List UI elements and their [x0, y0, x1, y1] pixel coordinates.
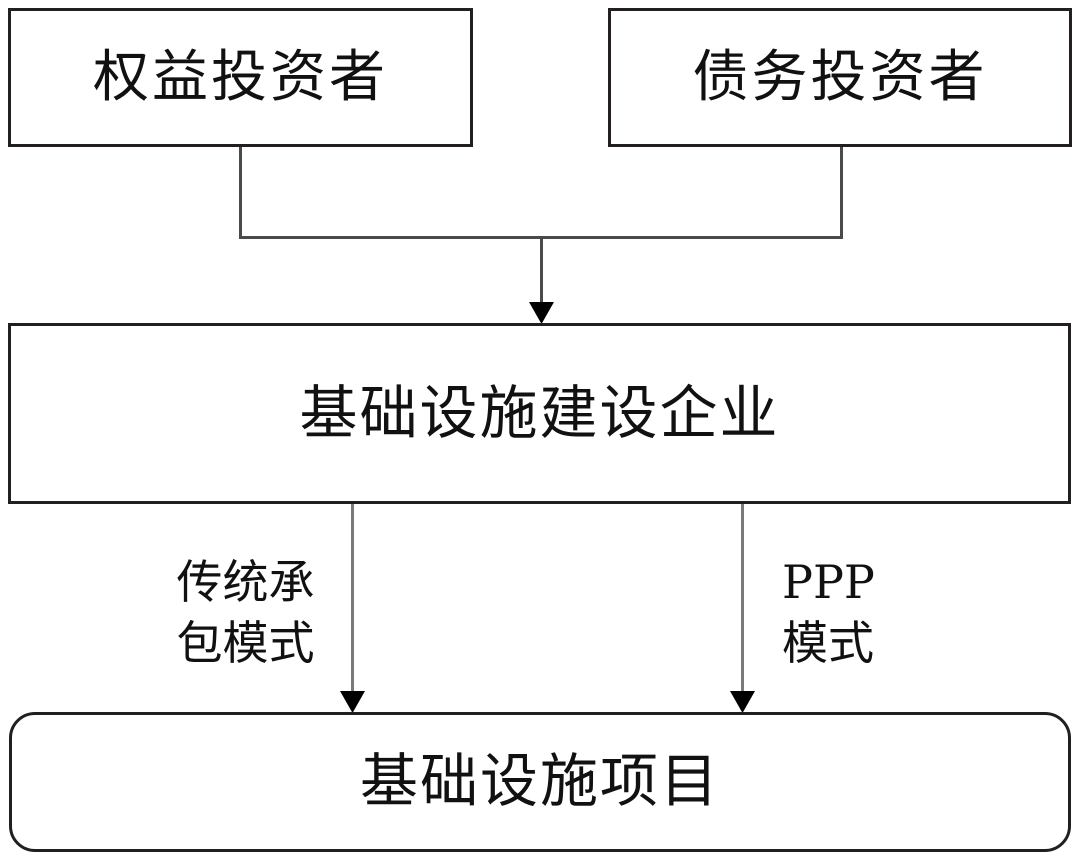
node-equity-investors-label: 权益投资者 [93, 44, 388, 110]
arrowhead-to-enterprise [529, 302, 554, 324]
edge-label-ppp-mode: PPP 模式 [782, 555, 875, 671]
node-debt-investors-label: 债务投资者 [692, 44, 988, 110]
node-infrastructure-enterprise[interactable]: 基础设施建设企业 [8, 323, 1071, 504]
node-equity-investors[interactable]: 权益投资者 [8, 8, 473, 147]
node-infrastructure-project-label: 基础设施项目 [359, 747, 720, 816]
edge-label-traditional-contracting: 传统承 包模式 [176, 555, 315, 671]
node-infrastructure-project[interactable]: 基础设施项目 [9, 712, 1071, 852]
node-infrastructure-enterprise-label: 基础设施建设企业 [299, 378, 780, 447]
node-debt-investors[interactable]: 债务投资者 [608, 8, 1072, 147]
arrowhead-ppp [730, 691, 755, 713]
arrowhead-traditional [340, 691, 365, 713]
